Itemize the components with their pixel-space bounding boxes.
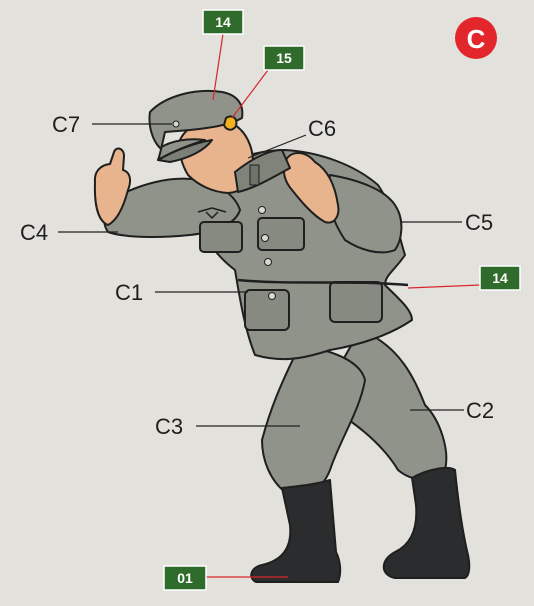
cap-cockade bbox=[173, 121, 179, 127]
svg-text:15: 15 bbox=[276, 50, 292, 66]
svg-text:14: 14 bbox=[215, 14, 231, 30]
label-c2: C2 bbox=[466, 398, 494, 423]
label-c1: C1 bbox=[115, 280, 143, 305]
color-badge-insignia: 15 bbox=[264, 46, 304, 70]
collar-tab bbox=[250, 165, 259, 185]
svg-text:14: 14 bbox=[492, 270, 508, 286]
label-c7: C7 bbox=[52, 112, 80, 137]
label-c6: C6 bbox=[308, 116, 336, 141]
label-c4: C4 bbox=[20, 220, 48, 245]
skirt-pocket-left bbox=[245, 290, 289, 330]
chest-pocket-right bbox=[258, 218, 304, 250]
color-badge-cap: 14 bbox=[203, 10, 243, 34]
cap-insignia bbox=[224, 116, 236, 129]
label-c5: C5 bbox=[465, 210, 493, 235]
color-badge-belt: 14 bbox=[480, 266, 520, 290]
sheet-badge: C bbox=[455, 17, 497, 59]
skirt-pocket-right bbox=[330, 282, 382, 322]
svg-text:01: 01 bbox=[177, 570, 193, 586]
label-c3: C3 bbox=[155, 414, 183, 439]
chest-pocket-left bbox=[200, 222, 242, 252]
sheet-letter: C bbox=[467, 24, 486, 54]
color-badge-boot: 01 bbox=[164, 566, 206, 590]
